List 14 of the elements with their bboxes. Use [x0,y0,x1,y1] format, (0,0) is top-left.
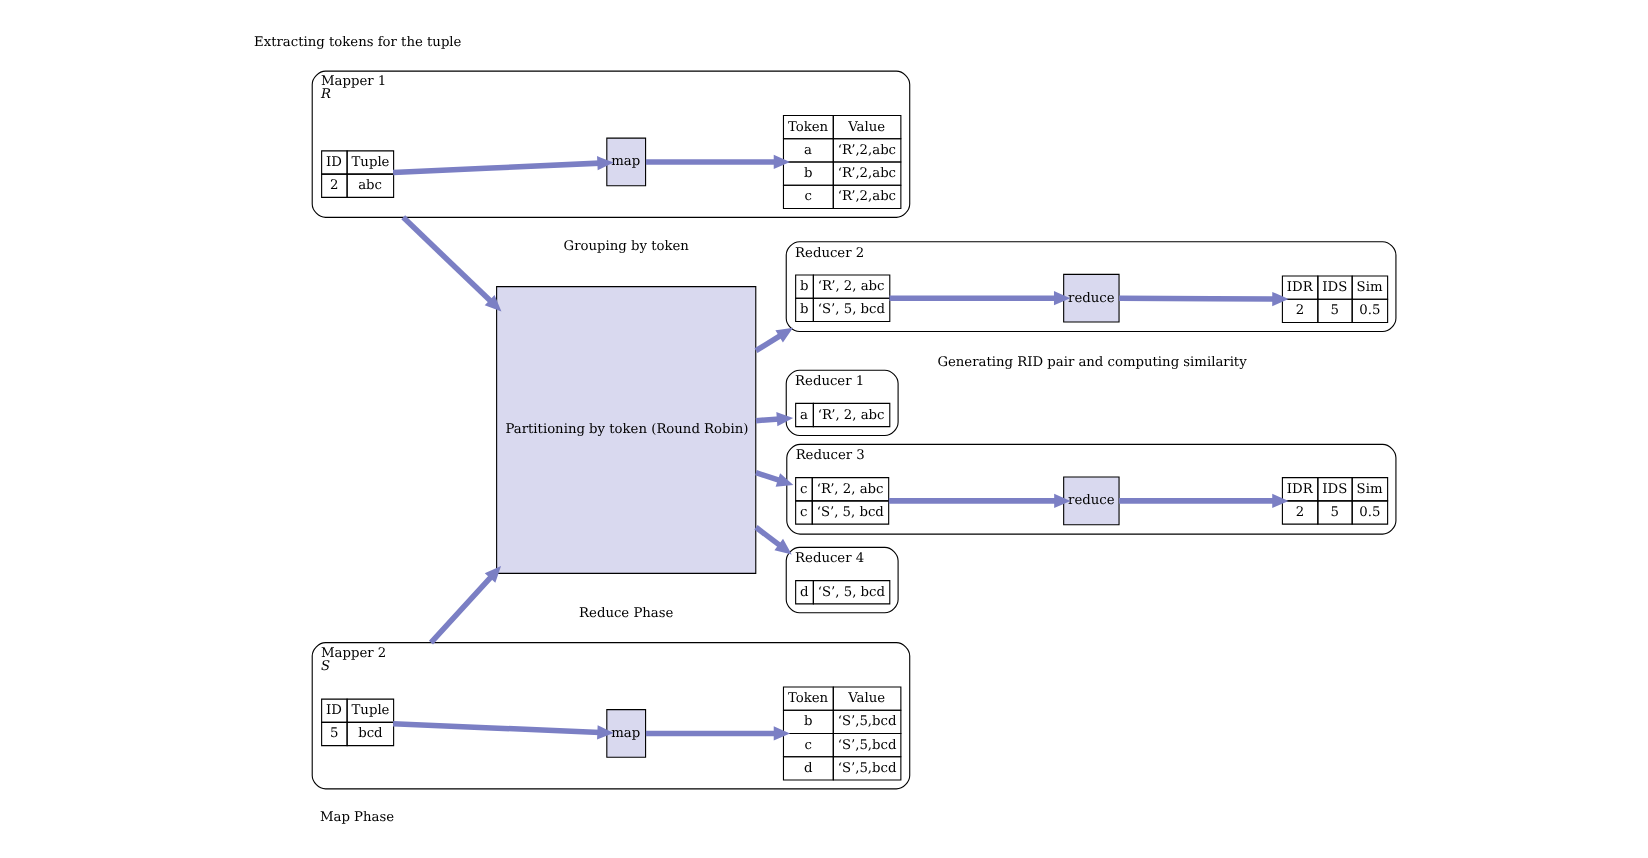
arrow [754,411,793,426]
arrow [753,524,791,554]
arrow [754,469,793,486]
arrow [391,155,613,175]
arrow [888,290,1070,305]
arrow [887,492,1070,507]
arrow [753,326,793,353]
arrow [1118,290,1288,306]
arrow [644,725,790,740]
arrow [1118,492,1288,507]
arrow [427,564,501,644]
arrow [391,720,613,739]
arrow [400,214,501,311]
arrow [644,153,790,169]
